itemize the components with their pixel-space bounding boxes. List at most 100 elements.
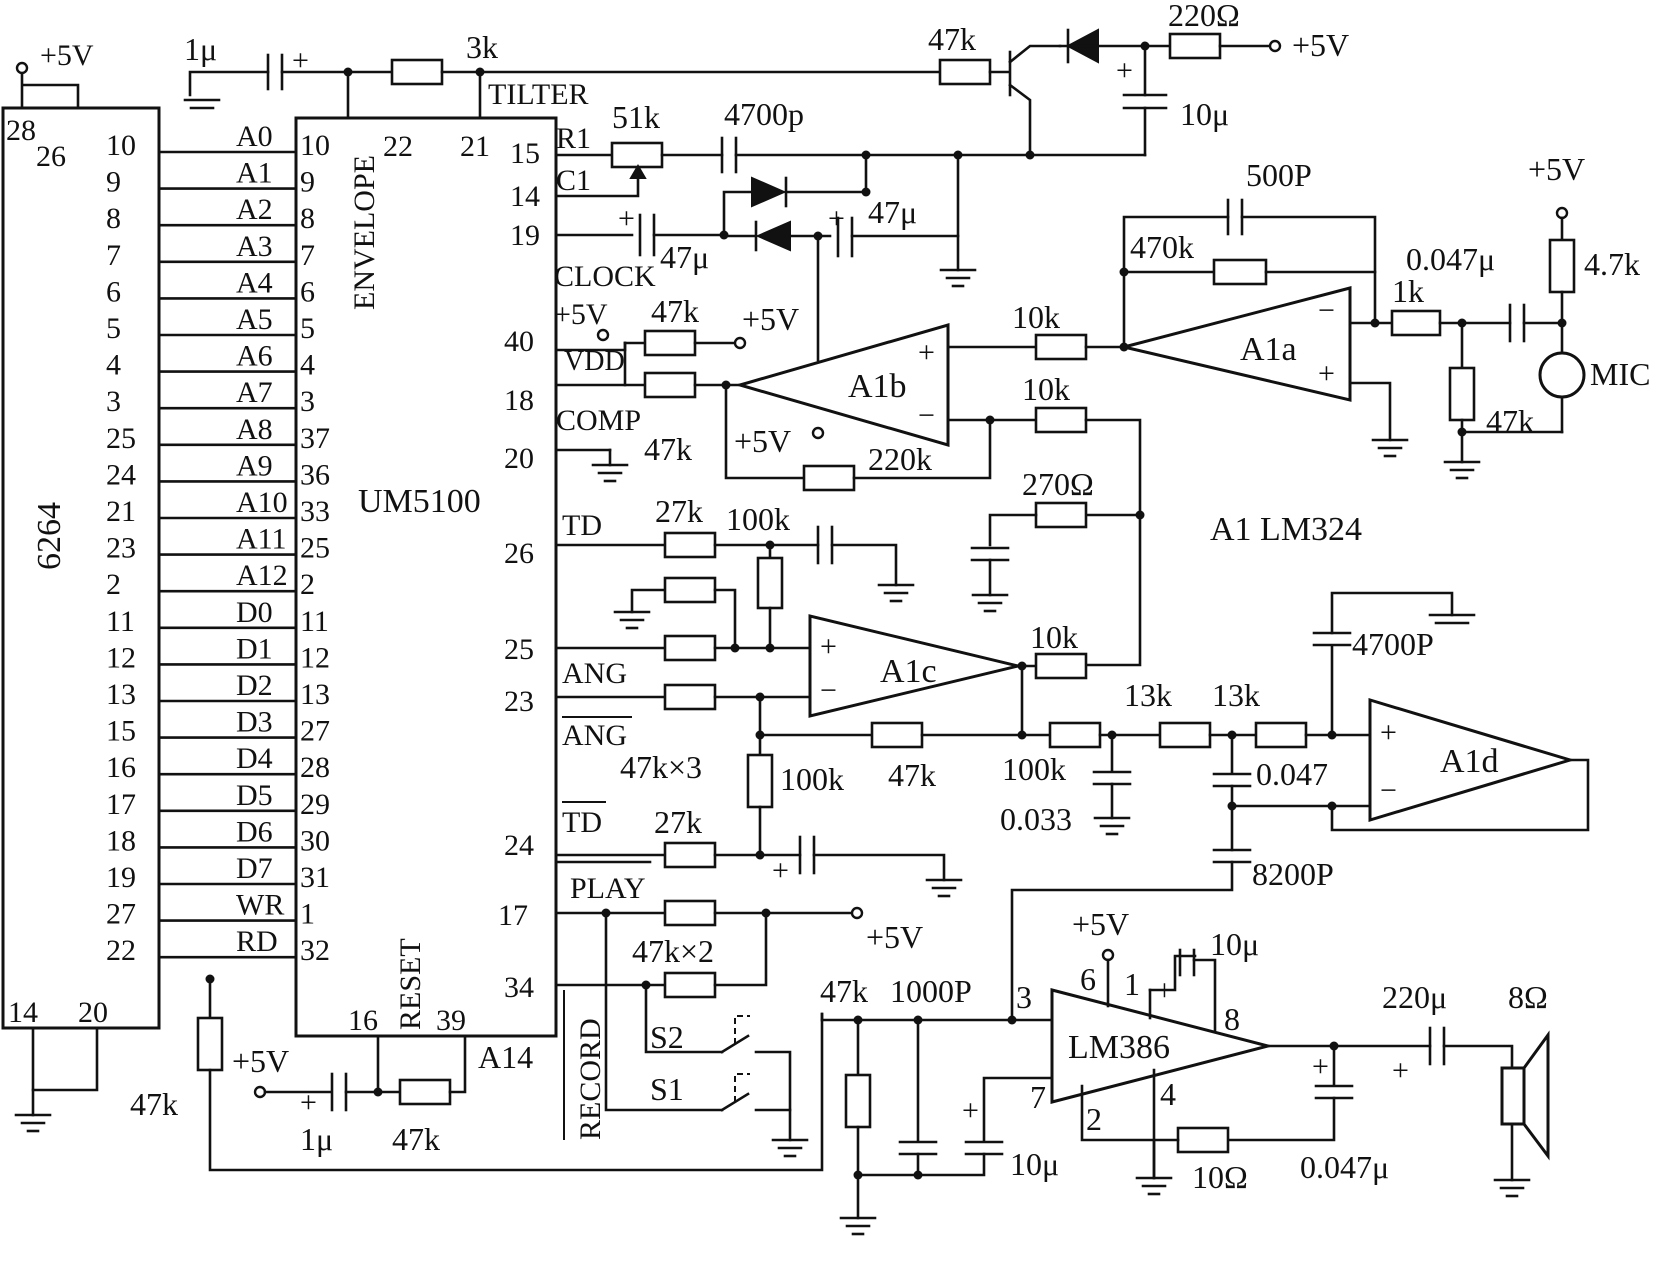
pin-um5100-number: 29 [300,788,330,821]
label-10u-386b: 10μ [1010,1146,1059,1182]
reset-label: RESET [394,938,427,1030]
pin-um5100-number: 27 [300,715,330,748]
bus-label: A4 [236,266,273,299]
wire-gnd-47k [630,588,667,614]
label-47k-q: 47k [928,21,976,57]
pin-6264-20: 20 [78,996,108,1029]
label-tilter: TILTER [488,78,589,111]
pin-6264-number: 6 [106,275,121,308]
opamp-a1b [734,323,950,447]
pin-6264-number: 12 [106,641,136,674]
label-td-bar: TD [562,806,602,839]
amp-lm386-label: LM386 [1068,1029,1170,1066]
label-comp: COMP [556,404,641,437]
wire-47k-a14 [448,1034,467,1094]
pin-386-1: 1 [1124,966,1140,1002]
resistor-220k [802,464,856,492]
top-left-network: + 1μ 3k [183,29,942,120]
a1c-section: 27k 100k 47k×3 A1c + − 10k [554,493,1088,898]
pin-um5100-number: 32 [300,934,330,967]
switch-section: +5V 47k×2 S2 S1 [554,899,923,1158]
supply-play: +5V [866,919,923,955]
ground-symbol [1428,613,1476,625]
bus-label: D1 [236,632,273,665]
pin-um5100-number: 33 [300,495,330,528]
pin-386-3: 3 [1016,979,1032,1015]
pin-um-18: 18 [504,384,534,417]
label-s2: S2 [650,1019,684,1055]
minus-mark: − [1380,774,1397,807]
pot-51k [610,141,664,169]
pin-um-25: 25 [504,633,534,666]
label-4-7k: 4.7k [1584,246,1640,282]
ground-symbol [1371,438,1409,458]
label-100k-b: 100k [780,761,844,797]
pin-um-39: 39 [436,1004,466,1037]
um5100-right-pin-numbers: 15 14 19 40 18 20 26 25 23 24 17 34 [498,137,540,1004]
resistor-47k-mic [1448,366,1476,422]
bus-label: D7 [236,852,273,885]
wire-6264-gnd [31,1026,99,1092]
label-10u-386a: 10μ [1210,926,1259,962]
pin-um5100-number: 7 [300,239,315,272]
resistor-47k-vdd [643,329,697,357]
transistor-collector [1008,44,1062,64]
pin-6264-number: 2 [106,568,121,601]
opamp-a1c [808,614,1019,718]
terminal-5v-reset [253,1085,267,1099]
junction-dot [861,187,871,197]
pin-um5100-number: 30 [300,824,330,857]
resistor-27k-tdb [663,841,717,869]
resistor-47k-q [938,58,992,86]
wire-switch-common [754,1050,792,1112]
ground-symbol [613,610,651,630]
wire-a1a-gnd [1348,381,1392,442]
minus-mark: − [918,399,935,432]
pin-um-16: 16 [348,1004,378,1037]
resistor-comp [643,371,697,399]
label-lm324: A1 LM324 [1210,511,1362,548]
a1d-section: 100k 0.033 13k 13k 4700P 0.047 A1d + − [1000,591,1590,1022]
resistor-13k-b [1254,721,1308,749]
wire-diode-up [722,190,752,237]
junction-dot [1557,318,1567,328]
opamp-a1d [1368,697,1576,823]
pin-um5100-number: 12 [300,641,330,674]
pin-um5100-number: 11 [300,605,329,638]
junction-dot [1119,267,1129,277]
label-270: 270Ω [1022,466,1094,502]
ground-symbol [1093,816,1131,836]
label-13k-b: 13k [1212,677,1260,713]
label-47k-vdd: 47k [651,293,699,329]
wire-pin1-cap [1148,956,1177,992]
pin-6264-number: 17 [106,788,136,821]
resistor-47k-rst [398,1078,452,1106]
pin-um-23: 23 [504,685,534,718]
resistor-47k-x3-a [663,576,717,604]
resistor-47k-x3-c [663,683,717,711]
label-10: 10Ω [1192,1159,1248,1195]
pin-um5100-number: 28 [300,751,330,784]
pin-um-26: 26 [504,537,534,570]
wire-rd-bottom [208,1012,824,1172]
pin-6264-number: 25 [106,422,136,455]
wire-220k-neg [852,418,992,480]
pin-um-15: 15 [510,137,540,170]
wire-8200p-lm386 [1010,860,1234,1022]
label-220k: 220k [868,441,932,477]
label-ang-bar: ANG [562,719,627,752]
supply-386: +5V [1072,906,1129,942]
pin-um5100-number: 3 [300,385,315,418]
ground-symbol [971,593,1009,613]
ground-symbol [14,1113,52,1133]
resistor-10k-c [1034,652,1088,680]
ground-symbol [839,1216,877,1236]
bus-label: RD [236,925,278,958]
pin-um5100-number: 37 [300,422,330,455]
resistor-4-7k [1548,238,1576,294]
bus-label: A11 [236,523,287,556]
clock-network: + 47μ + 47μ [554,153,977,362]
resistor-47k-x3-b [663,634,717,662]
